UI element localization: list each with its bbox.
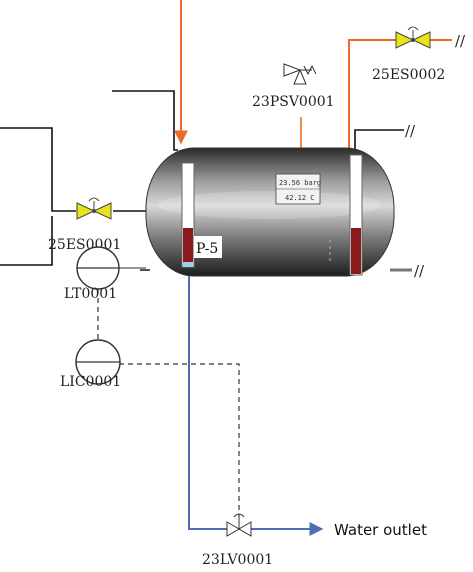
right-bottom-break: // [414,262,425,280]
vessel-highlight [158,191,382,219]
outlet-break-mark: // [455,32,466,50]
water-outlet-line [188,276,324,536]
readout-temperature: 42.12 C [285,194,315,202]
psv-tag: 23PSV0001 [252,94,335,110]
level-transmitter-tag: LT0001 [64,286,117,302]
level-valve-23lv0001[interactable] [226,513,252,537]
signal-line-lic-lv [119,363,240,517]
right-top-break: // [405,122,416,140]
valve-25es0002-tag: 25ES0002 [372,67,445,83]
valve-25es0002[interactable] [395,26,431,49]
water-outlet-label: Water outlet [334,521,427,539]
left-process-lines [0,90,178,266]
vessel-tag: P-5 [196,241,218,257]
level-valve-tag: 23LV0001 [202,552,273,568]
outlet-line [348,39,396,150]
valve-25es0001[interactable] [76,197,112,220]
level-controller-tag: LIC0001 [60,374,121,390]
right-level-fill [351,228,361,274]
level-controller[interactable] [75,339,121,385]
readout-pressure: 23.56 barg [279,179,321,187]
right-top-line [354,129,404,150]
level-transmitter[interactable] [76,246,146,290]
safety-valve-23psv0001[interactable] [283,63,317,85]
left-level-fill [183,228,193,262]
vessel-p5[interactable]: 23.56 barg 42.12 C P-5 [145,147,395,277]
